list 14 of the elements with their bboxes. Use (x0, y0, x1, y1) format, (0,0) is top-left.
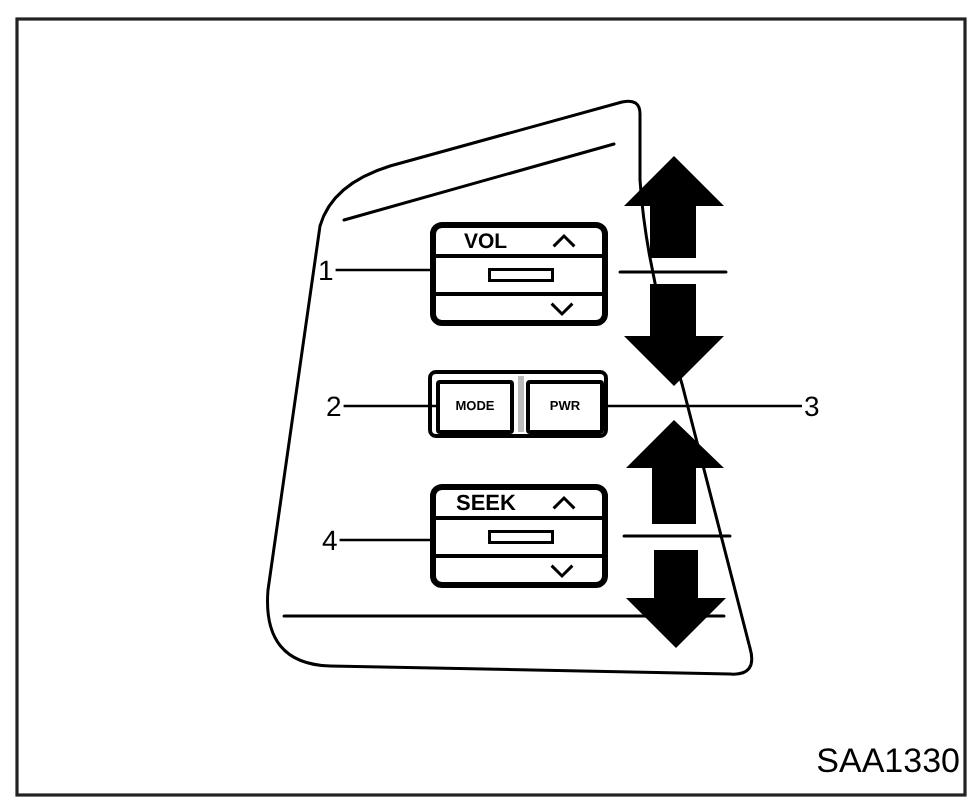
leader-line (604, 404, 802, 408)
callout-number: 4 (320, 524, 340, 556)
rocker-switch (430, 484, 608, 588)
callout-number: 3 (802, 390, 822, 422)
figure-code: SAA1330 (816, 744, 960, 780)
leader-line (343, 404, 436, 408)
leader-line (335, 268, 430, 272)
switch-label: VOL (464, 230, 508, 254)
button-housing (428, 370, 608, 438)
callout-number: 2 (324, 390, 344, 422)
switch-label: SEEK (456, 492, 516, 516)
leader-line (339, 538, 430, 542)
rocker-switch (430, 222, 608, 326)
callout-number: 1 (316, 254, 336, 286)
